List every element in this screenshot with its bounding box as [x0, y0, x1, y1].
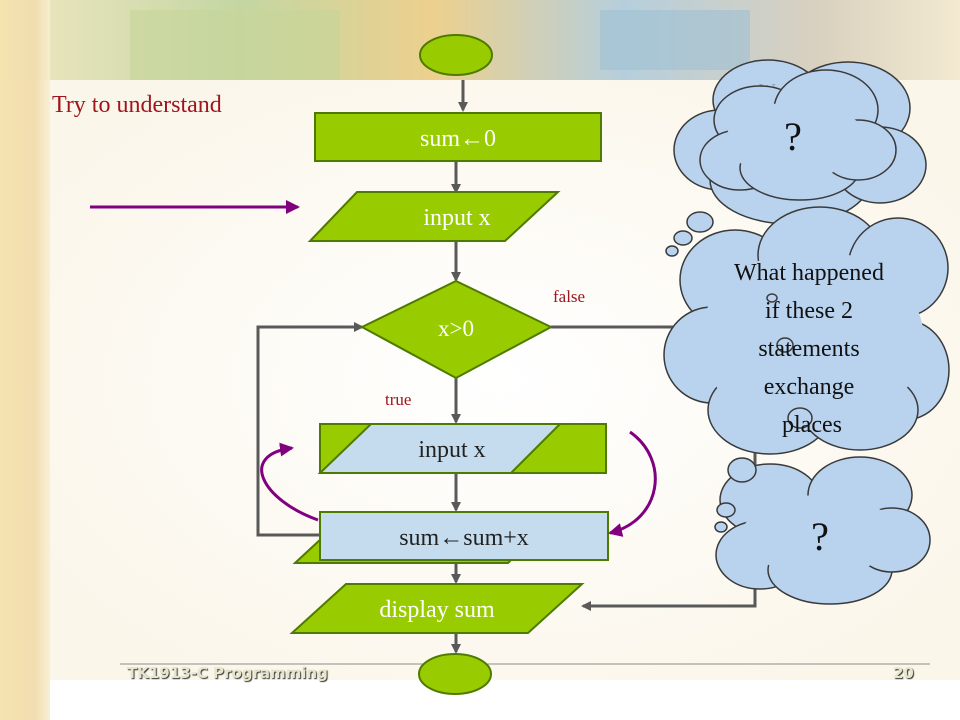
footer-course-title: TK1913-C Programming [127, 664, 328, 682]
flow-condition-decision: x>0 [359, 279, 554, 380]
slide-heading: Try to understand [52, 92, 222, 118]
flow-start-terminal [419, 34, 493, 76]
connector-loop-back [256, 322, 364, 537]
callout-bottom-trail [714, 457, 757, 533]
flow-display-label: display sum [379, 597, 495, 623]
footer-page-number: 20 [893, 664, 914, 682]
callout-top: ? [699, 69, 897, 201]
flow-input-first-label: input x [423, 205, 490, 231]
swap-arrow-right [608, 430, 657, 537]
callout-middle-text: What happened if these 2 statements exch… [734, 260, 890, 438]
false-branch-label: false [553, 287, 585, 306]
flow-input-loop-label: input x [418, 437, 485, 463]
flow-input-first: input x [307, 191, 561, 242]
flow-condition-label: x>0 [438, 316, 474, 341]
true-branch-label: true [385, 390, 411, 409]
flow-input-loop: input x [317, 423, 563, 474]
callout-middle-trail [766, 293, 813, 429]
callout-bottom-text: ? [811, 514, 829, 559]
swap-arrow-left [260, 442, 319, 522]
flow-display-output: display sum [289, 583, 585, 634]
flow-accumulate-process: sum←sum+x [319, 511, 609, 561]
flow-init-process: sum←0 [314, 112, 602, 162]
callout-top-trail [665, 211, 714, 257]
callout-middle [663, 206, 950, 455]
flow-end-terminal [418, 653, 492, 695]
flow-init-label: sum←0 [420, 126, 496, 152]
callout-top-text: ? [784, 114, 802, 159]
flow-accumulate-label: sum←sum+x [399, 525, 529, 551]
